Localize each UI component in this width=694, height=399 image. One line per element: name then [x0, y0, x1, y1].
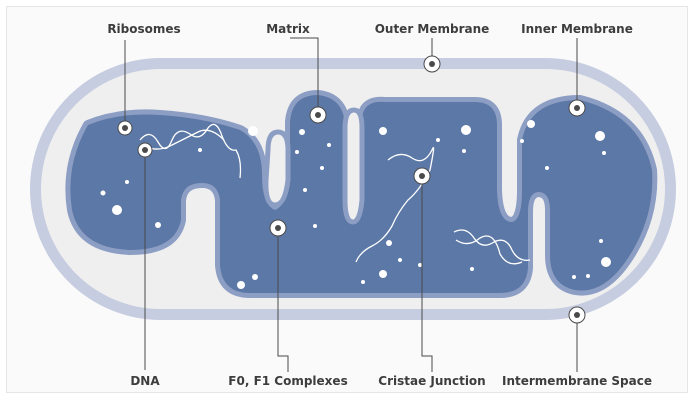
matrix-granule: [379, 270, 387, 278]
dna-marker: [137, 142, 153, 158]
matrix-granule: [436, 138, 440, 142]
matrix-granule: [599, 239, 603, 243]
matrix-granule: [125, 180, 129, 184]
label-ribosomes: Ribosomes: [107, 22, 180, 36]
outer-membrane-marker: [423, 55, 441, 73]
matrix-granule: [527, 120, 535, 128]
matrix-granule: [545, 166, 549, 170]
matrix-granule: [461, 125, 471, 135]
f0f1-leader: [277, 230, 289, 372]
matrix-granule: [252, 274, 258, 280]
crista-pocket: [263, 129, 291, 208]
inner-membrane-marker: [568, 99, 586, 117]
cristae-junction-marker: [413, 167, 431, 185]
matrix-granule: [462, 149, 466, 153]
matrix-granule: [320, 166, 324, 170]
crista-pocket: [342, 107, 365, 225]
matrix-granule: [198, 148, 202, 152]
matrix-granules: [100, 120, 611, 289]
matrix-granule: [112, 205, 122, 215]
dna-strands: [139, 123, 531, 265]
matrix-granule: [602, 151, 606, 155]
matrix-granule: [470, 267, 474, 271]
dna-strand: [455, 235, 523, 265]
leader-lines: [124, 37, 578, 372]
label-matrix: Matrix: [266, 22, 310, 36]
f0f1-marker: [269, 219, 287, 237]
label-dna: DNA: [130, 374, 160, 388]
matrix-granule: [572, 275, 576, 279]
matrix-granule: [295, 150, 299, 154]
label-cristae-junction: Cristae Junction: [378, 374, 485, 388]
ribosomes-marker: [117, 120, 133, 136]
label-intermembrane-space: Intermembrane Space: [502, 374, 652, 388]
matrix-granule: [595, 131, 605, 141]
matrix-granule: [398, 258, 402, 262]
dna-strand: [139, 123, 242, 179]
dna-strand: [144, 129, 225, 150]
matrix-granule: [155, 222, 161, 228]
matrix-granule: [303, 188, 307, 192]
matrix-granule: [520, 139, 524, 143]
intermembrane-space-marker: [568, 306, 586, 324]
matrix-granule: [237, 281, 245, 289]
label-outer-membrane: Outer Membrane: [375, 22, 490, 36]
label-inner-membrane: Inner Membrane: [521, 22, 633, 36]
dna-strand: [453, 229, 531, 261]
matrix-granule: [313, 224, 317, 228]
label-f0f1-complexes: F0, F1 Complexes: [228, 374, 347, 388]
cristae-pockets: [263, 107, 365, 225]
matrix-granule: [586, 274, 590, 278]
matrix-granule: [418, 263, 422, 267]
cristae-junction-leader: [421, 176, 433, 372]
matrix-granule: [361, 280, 365, 284]
matrix-marker: [309, 106, 327, 124]
matrix-granule: [601, 257, 611, 267]
matrix-granule: [327, 143, 331, 147]
matrix-granule: [379, 127, 387, 135]
dna-strand: [355, 146, 435, 263]
matrix-leader: [290, 37, 319, 115]
matrix-granule: [248, 126, 258, 136]
matrix: [70, 95, 653, 293]
matrix-granule: [100, 190, 106, 196]
matrix-granule: [386, 240, 392, 246]
matrix-granule: [299, 129, 305, 135]
